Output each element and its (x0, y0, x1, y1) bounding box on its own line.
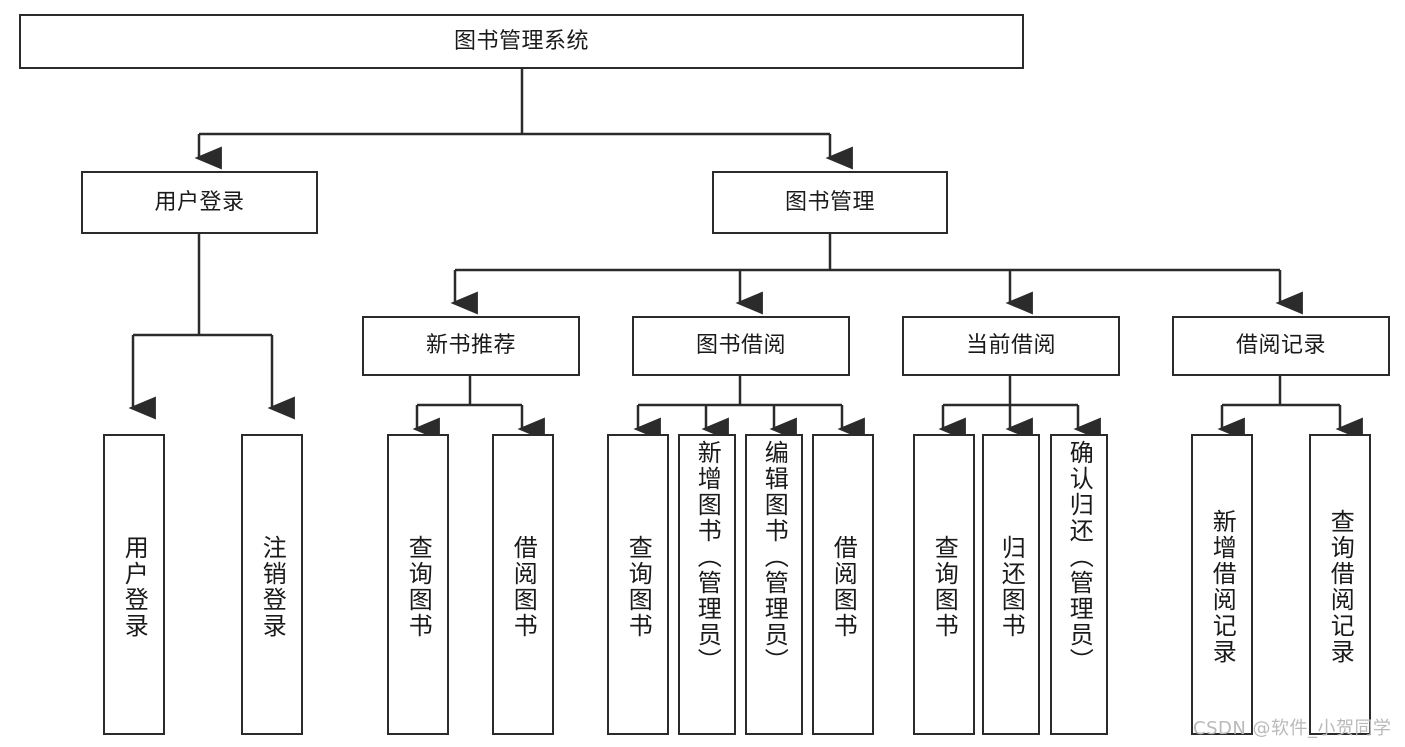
node-label: 查询图书 (930, 534, 959, 639)
node-book-borrow[interactable]: 图书借阅 (632, 316, 850, 376)
node-label: 用户登录 (120, 534, 149, 639)
node-borrow-records[interactable]: 借阅记录 (1172, 316, 1390, 376)
leaf-borrow-borrow-book[interactable]: 借阅图书 (812, 434, 874, 735)
node-label: 编辑图书（管理员） (760, 440, 789, 674)
node-label: 注销登录 (258, 534, 287, 639)
node-label: 图书管理系统 (453, 28, 589, 54)
leaf-user-login-signout[interactable]: 注销登录 (241, 434, 303, 735)
node-label: 图书借阅 (695, 333, 786, 359)
node-label: 当前借阅 (965, 333, 1056, 359)
leaf-borrow-query-book[interactable]: 查询图书 (607, 434, 669, 735)
node-label: 查询借阅记录 (1326, 508, 1355, 665)
node-label: 新增借阅记录 (1208, 508, 1237, 665)
leaf-newbook-query-book[interactable]: 查询图书 (387, 434, 449, 735)
node-label: 确认归还（管理员） (1065, 440, 1094, 674)
leaf-current-confirm-return-admin[interactable]: 确认归还（管理员） (1050, 434, 1108, 735)
node-label: 借阅图书 (829, 534, 858, 639)
node-current-borrow[interactable]: 当前借阅 (902, 316, 1120, 376)
leaf-current-return-book[interactable]: 归还图书 (982, 434, 1040, 735)
node-root-system[interactable]: 图书管理系统 (19, 14, 1024, 69)
node-book-management[interactable]: 图书管理 (712, 171, 948, 234)
node-label: 用户登录 (154, 189, 245, 215)
node-label: 查询图书 (404, 534, 433, 639)
leaf-records-add-record[interactable]: 新增借阅记录 (1191, 434, 1253, 735)
node-label: 归还图书 (997, 534, 1026, 639)
node-new-book-recommend[interactable]: 新书推荐 (362, 316, 580, 376)
leaf-newbook-borrow-book[interactable]: 借阅图书 (492, 434, 554, 735)
leaf-user-login-signin[interactable]: 用户登录 (103, 434, 165, 735)
node-label: 新书推荐 (425, 333, 516, 359)
node-label: 图书管理 (784, 189, 875, 215)
leaf-current-query-book[interactable]: 查询图书 (913, 434, 975, 735)
node-user-login[interactable]: 用户登录 (81, 171, 318, 234)
csdn-watermark: CSDN @软件_小贺同学 (1193, 718, 1392, 739)
node-label: 新增图书（管理员） (693, 440, 722, 674)
node-label: 查询图书 (624, 534, 653, 639)
node-label: 借阅图书 (509, 534, 538, 639)
leaf-borrow-edit-book-admin[interactable]: 编辑图书（管理员） (745, 434, 803, 735)
node-label: 借阅记录 (1235, 333, 1326, 359)
leaf-borrow-add-book-admin[interactable]: 新增图书（管理员） (678, 434, 736, 735)
leaf-records-query-record[interactable]: 查询借阅记录 (1309, 434, 1371, 735)
